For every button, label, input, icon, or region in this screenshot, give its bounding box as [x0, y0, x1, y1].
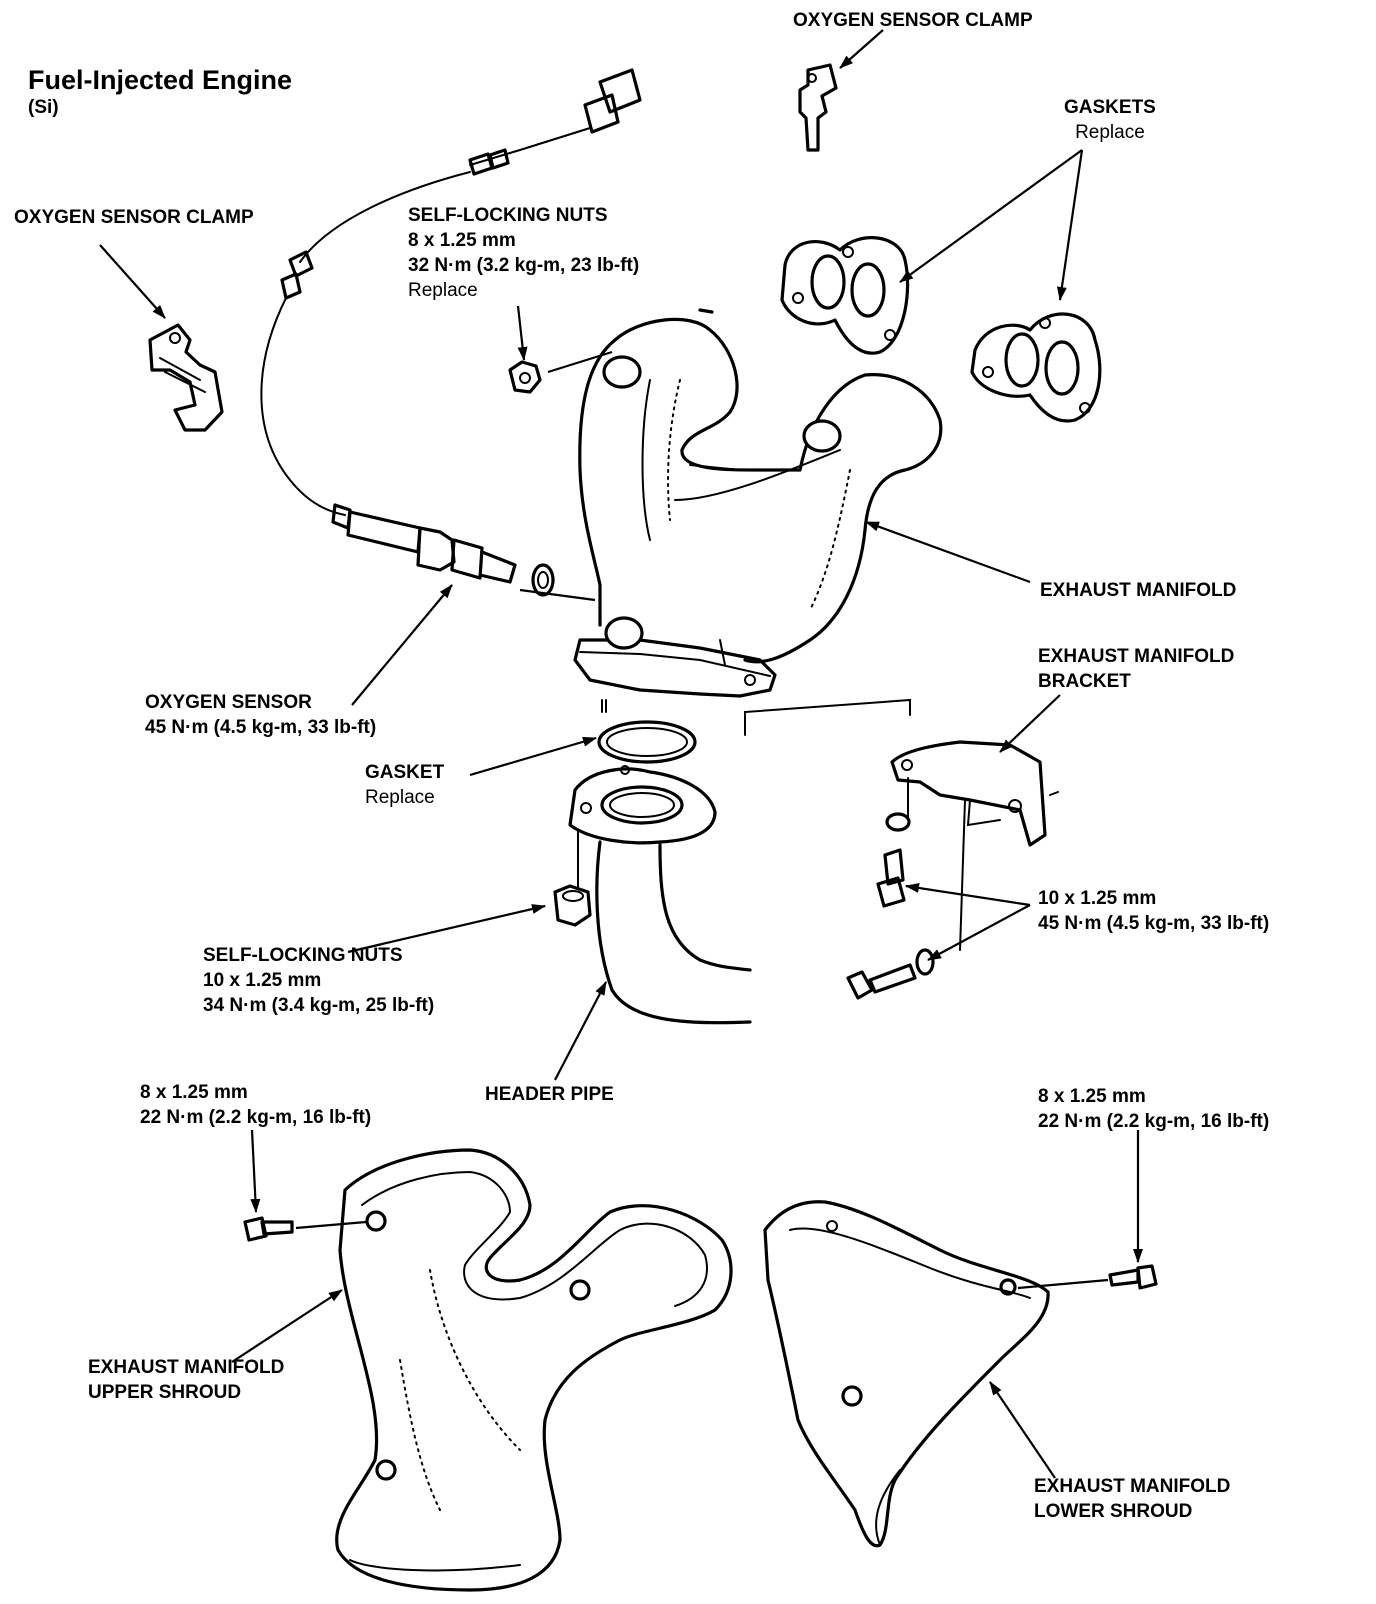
label-line: GASKETS [1064, 97, 1156, 118]
header-pipe-drawing [568, 765, 752, 1025]
label-line: EXHAUST MANIFOLD [1040, 580, 1237, 601]
label-line: GASKET [365, 762, 445, 783]
leader-lines [99, 29, 1143, 1479]
label-line: Replace [1075, 122, 1145, 143]
label-gaskets: GASKETS Replace [1064, 95, 1156, 145]
label-line: SELF-LOCKING NUTS [203, 945, 403, 966]
label-line: 34 N·m (3.4 kg-m, 25 lb-ft) [203, 995, 435, 1016]
label-line: OXYGEN SENSOR [145, 692, 312, 713]
label-line: 10 x 1.25 mm [1038, 888, 1157, 909]
self-locking-nut-lower [553, 884, 592, 927]
label-line: LOWER SHROUD [1034, 1501, 1193, 1522]
label-upper-shroud: EXHAUST MANIFOLD UPPER SHROUD [88, 1355, 284, 1405]
label-upper-shroud-bolt: 8 x 1.25 mm 22 N·m (2.2 kg-m, 16 lb-ft) [140, 1080, 371, 1130]
label-line: 22 N·m (2.2 kg-m, 16 lb-ft) [140, 1107, 372, 1128]
oxygen-sensor-clamp-left [148, 323, 224, 432]
label-line: 45 N·m (4.5 kg-m, 33 lb-ft) [145, 717, 377, 738]
label-line: EXHAUST MANIFOLD [88, 1357, 285, 1378]
label-oxygen-sensor: OXYGEN SENSOR 45 N·m (4.5 kg-m, 33 lb-ft… [145, 690, 376, 740]
label-header-pipe: HEADER PIPE [485, 1082, 614, 1107]
exhaust-manifold-bracket-drawing [744, 698, 1059, 1000]
label-line: Replace [408, 280, 478, 301]
label-bracket-bolts: 10 x 1.25 mm 45 N·m (4.5 kg-m, 33 lb-ft) [1038, 886, 1269, 936]
label-self-locking-nuts-lower: SELF-LOCKING NUTS 10 x 1.25 mm 34 N·m (3… [203, 943, 434, 1018]
label-lower-shroud-bolt: 8 x 1.25 mm 22 N·m (2.2 kg-m, 16 lb-ft) [1038, 1084, 1269, 1134]
exhaust-manifold-drawing [573, 308, 943, 698]
label-oxygen-sensor-clamp-top: OXYGEN SENSOR CLAMP [793, 8, 1033, 33]
label-line: EXHAUST MANIFOLD [1034, 1476, 1231, 1497]
label-line: 8 x 1.25 mm [408, 230, 516, 251]
label-line: UPPER SHROUD [88, 1382, 242, 1403]
label-lower-shroud: EXHAUST MANIFOLD LOWER SHROUD [1034, 1474, 1230, 1524]
exhaust-manifold-upper-shroud-drawing [243, 1148, 733, 1592]
label-oxygen-sensor-clamp-left: OXYGEN SENSOR CLAMP [14, 205, 254, 230]
label-line: 8 x 1.25 mm [140, 1082, 248, 1103]
label-line: 45 N·m (4.5 kg-m, 33 lb-ft) [1038, 913, 1270, 934]
label-line: Replace [365, 787, 435, 808]
label-line: 32 N·m (3.2 kg-m, 23 lb-ft) [408, 255, 640, 276]
label-line: OXYGEN SENSOR CLAMP [14, 207, 254, 228]
exhaust-manifold-lower-shroud-drawing [763, 1200, 1158, 1548]
oxygen-sensor-clamp-top [798, 63, 838, 152]
oxygen-sensor-drawing [260, 68, 642, 597]
gaskets-drawing [780, 236, 1102, 423]
label-exhaust-manifold-bracket: EXHAUST MANIFOLD BRACKET [1038, 644, 1234, 694]
label-line: 22 N·m (2.2 kg-m, 16 lb-ft) [1038, 1111, 1270, 1132]
gasket-ring-drawing [597, 699, 697, 764]
self-locking-nut-upper [508, 360, 542, 394]
label-line: SELF-LOCKING NUTS [408, 205, 608, 226]
page-title: Fuel-Injected Engine [28, 65, 293, 95]
page-subtitle: (Si) [28, 97, 59, 118]
label-line: HEADER PIPE [485, 1084, 614, 1105]
label-self-locking-nuts-upper: SELF-LOCKING NUTS 8 x 1.25 mm 32 N·m (3.… [408, 203, 639, 303]
label-line: EXHAUST MANIFOLD [1038, 646, 1235, 667]
label-line: BRACKET [1038, 671, 1131, 692]
label-line: 10 x 1.25 mm [203, 970, 322, 991]
label-exhaust-manifold: EXHAUST MANIFOLD [1040, 578, 1236, 603]
label-line: 8 x 1.25 mm [1038, 1086, 1146, 1107]
label-gasket: GASKET Replace [365, 760, 444, 810]
page-title-block: Fuel-Injected Engine (Si) [28, 65, 292, 121]
label-line: OXYGEN SENSOR CLAMP [793, 10, 1033, 31]
